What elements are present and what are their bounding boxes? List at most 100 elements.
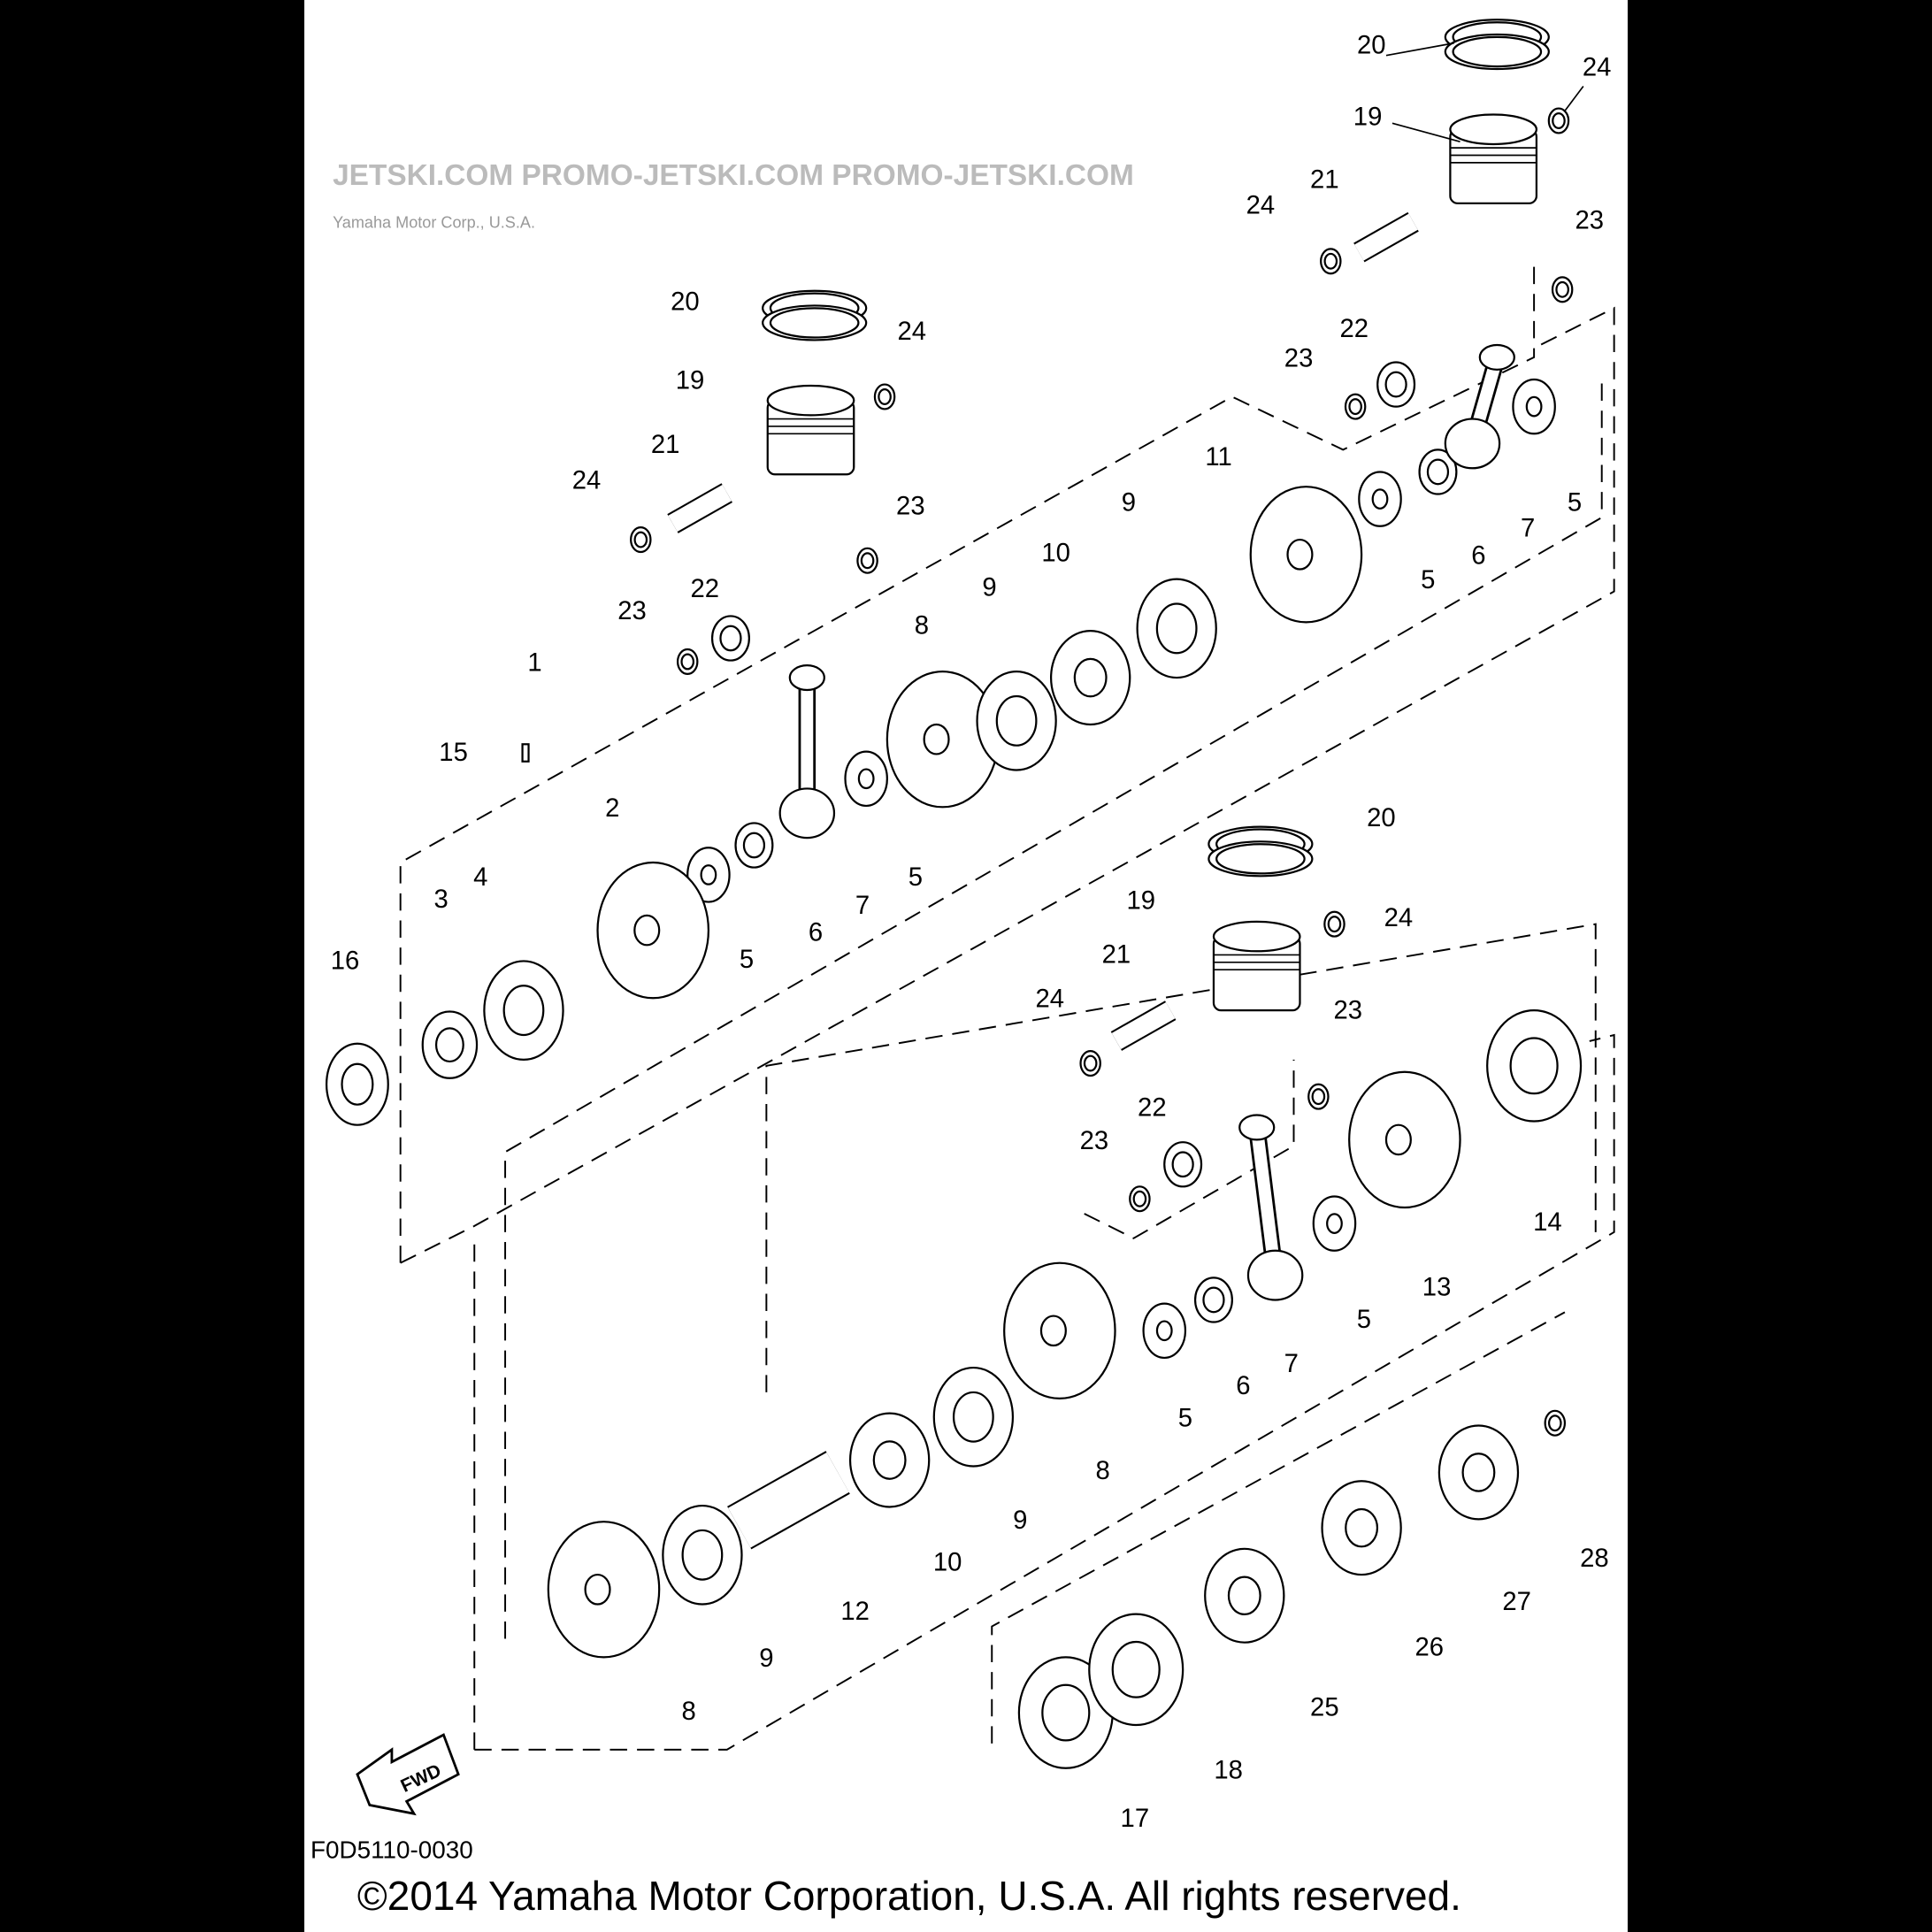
callout-label: 8 <box>681 1698 695 1726</box>
needle-bearing-bore <box>1426 458 1450 486</box>
parts-shapes <box>325 19 1584 1769</box>
callout-label: 15 <box>439 739 468 767</box>
piston-crown <box>1212 920 1301 953</box>
part-code: F0D5110-0030 <box>310 1836 473 1863</box>
leader-line <box>1564 85 1584 111</box>
callout-label: 22 <box>1339 315 1368 343</box>
circlip-bore <box>1552 112 1566 129</box>
bearing-bore <box>341 1062 374 1106</box>
thrust-washer-bore <box>1525 395 1543 418</box>
circlip-bore <box>1547 1414 1562 1432</box>
crank-web-2-pin <box>633 914 661 947</box>
callout-label: 24 <box>1246 192 1276 220</box>
thrust-washer-bore <box>700 864 717 886</box>
thrust-washer-bore <box>1155 1320 1173 1342</box>
callout-label: 19 <box>1127 886 1156 915</box>
callout-label: 6 <box>1471 541 1485 570</box>
callout-label: 11 <box>1205 443 1231 472</box>
bearing-bore <box>995 694 1038 747</box>
circlip-bore <box>1311 1088 1326 1106</box>
callout-label: 7 <box>1521 515 1535 543</box>
callout-label: 4 <box>473 863 487 892</box>
coupler-bore <box>1345 1507 1379 1548</box>
crank-web-8-pin <box>923 723 950 755</box>
callout-label: 13 <box>1422 1274 1452 1302</box>
callout-label: 10 <box>933 1548 962 1576</box>
callout-label: 24 <box>1384 904 1414 932</box>
bearing-bore <box>1041 1683 1091 1742</box>
callout-label: 25 <box>1310 1694 1339 1722</box>
callout-label: 20 <box>1357 32 1386 60</box>
circlip-bore <box>1327 916 1342 933</box>
callout-label: 24 <box>1035 985 1064 1014</box>
copyright-notice: ©2014 Yamaha Motor Corporation, U.S.A. A… <box>357 1873 1461 1919</box>
connecting-rod-big-end <box>778 787 836 840</box>
callout-label: 24 <box>1583 54 1612 82</box>
needle-bearing-bore <box>719 625 742 652</box>
crank-web-13-pin <box>1384 1123 1412 1156</box>
watermark: JETSKI.COM PROMO-JETSKI.COM PROMO-JETSKI… <box>333 159 1134 192</box>
circlip-bore <box>860 552 875 570</box>
thrust-washer-bore <box>1326 1213 1343 1234</box>
circlip-bore <box>1083 1054 1098 1072</box>
callout-label: 23 <box>1334 996 1363 1024</box>
piston-pin-body <box>1354 213 1418 261</box>
needle-bearing-bore <box>1202 1286 1225 1314</box>
callout-label: 16 <box>331 947 360 976</box>
callout-label: 23 <box>896 493 925 521</box>
connecting-rod-big-end <box>1246 1249 1304 1301</box>
bearing-bore <box>952 1391 994 1443</box>
coupler-bore <box>1073 657 1108 698</box>
callout-label: 5 <box>1357 1306 1371 1334</box>
callout-label: 17 <box>1121 1805 1150 1833</box>
piston-ring-bore <box>1452 35 1543 68</box>
shaft-12-body <box>728 1453 849 1548</box>
connecting-rod-small-end <box>1238 1114 1276 1141</box>
callout-label: 3 <box>434 886 448 914</box>
callout-label: 7 <box>855 892 870 920</box>
callout-label: 18 <box>1214 1757 1243 1785</box>
callout-label: 28 <box>1580 1545 1609 1573</box>
dowel-pin-15 <box>521 743 530 763</box>
leader-line <box>1392 122 1460 142</box>
callout-label: 8 <box>915 612 929 640</box>
piston-ring-bore <box>769 307 860 339</box>
connecting-rod-big-end <box>1444 418 1501 470</box>
callout-label: 5 <box>1178 1404 1192 1432</box>
callout-label: 1 <box>527 648 541 677</box>
callout-label: 5 <box>1568 488 1582 517</box>
piston-crown <box>1449 113 1538 146</box>
needle-bearing-bore <box>1384 371 1407 398</box>
callout-label: 23 <box>1576 206 1605 234</box>
connecting-rod-small-end <box>1478 343 1515 371</box>
crank-web-8-pin <box>584 1573 611 1606</box>
assembly-dashed-outlines <box>399 261 1615 1751</box>
callout-label: 9 <box>1013 1506 1027 1535</box>
callout-label: 5 <box>908 863 923 892</box>
callout-label: 26 <box>1414 1633 1444 1661</box>
callout-label: 9 <box>1122 488 1136 517</box>
callout-label: 8 <box>1095 1457 1109 1485</box>
thrust-washer-bore <box>1371 488 1389 510</box>
circlip-bore <box>1132 1190 1147 1208</box>
callout-label: 21 <box>651 431 680 459</box>
callout-label: 19 <box>1353 103 1383 131</box>
piston-pin-body <box>668 485 732 533</box>
connecting-rod-small-end <box>788 664 825 692</box>
callout-label: 24 <box>572 466 602 494</box>
coupler-bore <box>872 1440 907 1480</box>
leader-line <box>1385 42 1454 57</box>
callout-label: 22 <box>1138 1093 1167 1122</box>
callout-label: 20 <box>671 288 700 316</box>
callout-label: 27 <box>1502 1588 1531 1616</box>
bearing-bore <box>1509 1037 1559 1095</box>
callout-label: 5 <box>1421 566 1435 594</box>
needle-bearing-bore <box>742 832 766 859</box>
coupler-bore <box>1227 1576 1261 1616</box>
callout-label: 10 <box>1041 540 1070 568</box>
callout-label: 24 <box>897 318 926 346</box>
callout-label: 2 <box>605 794 619 823</box>
bearing-bore <box>1111 1640 1161 1698</box>
